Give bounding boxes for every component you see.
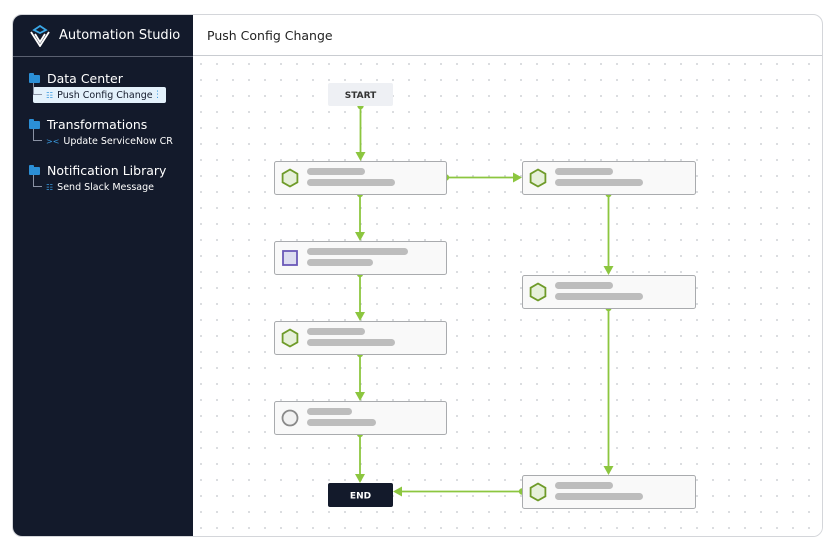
hexagon-icon [281, 168, 299, 188]
edge-t1-r1[interactable] [442, 172, 522, 183]
more-options-icon[interactable]: ⋮ [153, 90, 162, 100]
sidebar-folder[interactable]: Notification Library [29, 163, 193, 178]
folder-label: Notification Library [47, 163, 167, 178]
folder-icon [29, 72, 40, 83]
sidebar-item[interactable]: ☷Push Config Change⋮ [33, 83, 166, 103]
end-label: END [350, 492, 371, 502]
hexagon-icon [281, 328, 299, 348]
task-node[interactable] [522, 475, 696, 509]
placeholder-bar [555, 482, 613, 489]
page-title: Push Config Change [193, 15, 822, 56]
folder-icon [29, 164, 40, 175]
edge-t1-t2[interactable] [355, 190, 365, 241]
sidebar-item[interactable]: ☷Send Slack Message [33, 175, 193, 195]
placeholder-bar [555, 293, 643, 300]
placeholder-bar [555, 282, 613, 289]
hexagon-icon [529, 282, 547, 302]
edge-r2-r3[interactable] [603, 304, 614, 475]
start-label: START [345, 91, 377, 101]
sidebar-item-label: Send Slack Message [57, 181, 154, 193]
placeholder-bar [555, 493, 643, 500]
placeholder-bar [307, 168, 365, 175]
workflow-canvas[interactable]: START END [193, 56, 822, 536]
square-icon [282, 250, 298, 266]
end-node[interactable]: END [328, 483, 393, 507]
edge-t2-t3[interactable] [355, 270, 365, 321]
app-window: Automation Studio Data Center☷Push Confi… [12, 14, 823, 537]
sidebar: Automation Studio Data Center☷Push Confi… [13, 15, 193, 536]
placeholder-bar [307, 259, 373, 266]
task-node[interactable] [522, 275, 696, 309]
hexagon-icon [529, 482, 547, 502]
sidebar-item-label: Push Config Change [57, 89, 153, 101]
edge-start-t1[interactable] [355, 102, 366, 161]
workflow-icon: ☷ [46, 182, 54, 192]
placeholder-bar [307, 408, 352, 415]
placeholder-bar [555, 168, 613, 175]
arrow-icon [393, 486, 402, 497]
edge-t4-end[interactable] [355, 430, 365, 483]
placeholder-bar [307, 328, 365, 335]
arrow-icon [355, 152, 366, 161]
folder-label: Data Center [47, 71, 123, 86]
arrow-icon [355, 232, 365, 241]
sidebar-group: Notification Library☷Send Slack Message [13, 163, 193, 195]
workflow-icon: ☷ [46, 90, 54, 100]
task-node[interactable] [274, 401, 447, 435]
sidebar-item[interactable]: ><Update ServiceNow CR [33, 129, 193, 149]
transformation-icon: >< [46, 136, 60, 146]
folder-icon [29, 118, 40, 129]
placeholder-bar [307, 179, 395, 186]
sidebar-folder[interactable]: Transformations [29, 117, 193, 132]
task-node[interactable] [274, 321, 447, 355]
placeholder-bar [307, 419, 376, 426]
arrow-icon [603, 466, 614, 475]
arrow-icon [513, 172, 522, 183]
edge-r1-r2[interactable] [603, 190, 614, 275]
task-node[interactable] [522, 161, 696, 195]
arrow-icon [355, 312, 365, 321]
sidebar-folder[interactable]: Data Center [29, 71, 193, 86]
arrow-icon [355, 392, 365, 401]
task-node[interactable] [274, 161, 447, 195]
edge-t3-t4[interactable] [355, 350, 365, 401]
workflow-diagram: START END [274, 83, 696, 509]
arrow-icon [603, 266, 614, 275]
folder-label: Transformations [47, 117, 148, 132]
placeholder-bar [555, 179, 643, 186]
sidebar-item-label: Update ServiceNow CR [63, 135, 173, 147]
app-title: Automation Studio [59, 28, 181, 43]
main: Push Config Change START END [193, 15, 822, 536]
hexagon-icon [529, 168, 547, 188]
circle-icon [281, 409, 299, 427]
placeholder-bar [307, 248, 408, 255]
arrow-icon [355, 474, 365, 483]
task-node[interactable] [274, 241, 447, 275]
placeholder-bar [307, 339, 395, 346]
start-node[interactable]: START [328, 83, 393, 106]
brand: Automation Studio [13, 15, 193, 57]
edge-r3-end[interactable] [393, 486, 526, 497]
sidebar-group: Transformations><Update ServiceNow CR [13, 117, 193, 149]
logo-icon [30, 24, 50, 47]
sidebar-group: Data Center☷Push Config Change⋮ [13, 71, 193, 103]
